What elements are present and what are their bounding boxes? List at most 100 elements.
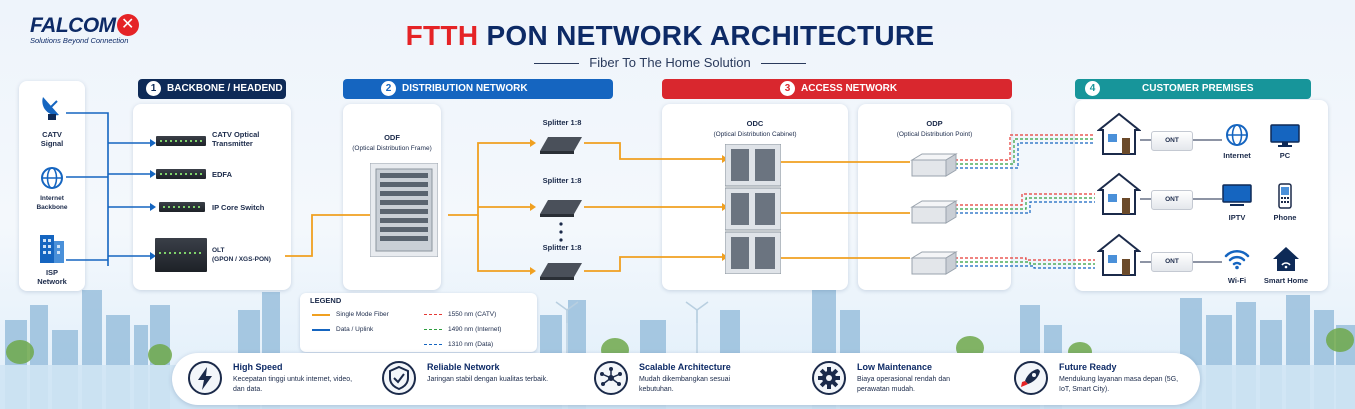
legend-swatch-1490 — [424, 329, 442, 330]
headend-label-switch: IP Core Switch — [212, 203, 265, 212]
ont-device: ONT — [1151, 252, 1193, 272]
feature-title: Future Ready — [1059, 362, 1117, 372]
tv-icon — [1222, 184, 1252, 206]
odp-box — [910, 200, 958, 224]
section-header-backbone: 1 BACKBONE / HEADEND — [138, 79, 286, 99]
section-title: ACCESS NETWORK — [801, 83, 898, 94]
feature-scalable-architecture: Scalable Architecture Mudah dikembangkan… — [594, 353, 794, 405]
device-label-internet: Internet — [1223, 151, 1251, 160]
feature-desc: Mendukung layanan masa depan (5G, IoT, S… — [1059, 376, 1179, 393]
smart-home-icon — [1273, 247, 1299, 271]
device-label-smart-home: Smart Home — [1263, 276, 1309, 285]
page-subtitle: Fiber To The Home Solution — [0, 55, 1340, 70]
ellipsis-dots-icon — [559, 222, 563, 242]
feature-desc: Mudah dikembangkan sesuai kebutuhan. — [639, 376, 731, 393]
legend-item-1550: 1550 nm (CATV) — [448, 311, 497, 318]
feature-title: Scalable Architecture — [639, 362, 731, 372]
odf-frame — [370, 163, 438, 257]
globe-icon — [41, 167, 63, 189]
legend: LEGEND Single Mode Fiber Data / Uplink 1… — [300, 293, 537, 352]
section-number: 1 — [146, 80, 161, 96]
odp-box — [910, 251, 958, 275]
phone-icon — [1278, 183, 1292, 209]
section-title: CUSTOMER PREMISES — [1142, 83, 1254, 94]
splitter-label-2: Splitter 1:8 — [542, 176, 582, 185]
satellite-dish-icon — [42, 97, 59, 120]
source-label-internet: Internet Backbone — [36, 195, 68, 211]
network-nodes-icon — [594, 361, 628, 395]
device-label-iptv: IPTV — [1228, 213, 1246, 222]
title-accent: FTTH — [405, 20, 479, 51]
section-number: 2 — [381, 80, 396, 96]
brand-logo: FALCOM✕ Solutions Beyond Connection — [30, 14, 139, 45]
house-icon — [1097, 172, 1141, 215]
legend-swatch-1550 — [424, 314, 442, 315]
feature-title: Low Maintenance — [857, 362, 933, 372]
legend-item-1310: 1310 nm (Data) — [448, 341, 494, 348]
section-title: BACKBONE / HEADEND — [167, 83, 283, 94]
device-label-phone: Phone — [1273, 213, 1297, 222]
splitter-device — [540, 200, 582, 217]
section-header-distribution: 2 DISTRIBUTION NETWORK — [343, 79, 613, 99]
odf-title: ODF — [384, 133, 400, 142]
splitter-label-3: Splitter 1:8 — [542, 243, 582, 252]
headend-label-edfa: EDFA — [212, 170, 233, 179]
feature-title: High Speed — [233, 362, 283, 372]
legend-item-data-uplink: Data / Uplink — [336, 326, 374, 333]
subtitle-text: Fiber To The Home Solution — [589, 55, 751, 70]
brand-name: FALCOM — [30, 14, 116, 37]
headend-label-olt: OLT (GPON / XGS-PON) — [212, 247, 271, 263]
odp-title: ODP — [926, 119, 943, 128]
section-title: DISTRIBUTION NETWORK — [402, 83, 528, 94]
section-header-access: 3 ACCESS NETWORK — [662, 79, 1012, 99]
section-header-premises: 4 CUSTOMER PREMISES — [1075, 79, 1311, 99]
rocket-icon — [1014, 361, 1048, 395]
legend-swatch-data-uplink — [312, 329, 330, 331]
gear-icon — [812, 361, 846, 395]
catv-transmitter-device — [156, 136, 206, 146]
odf-subtitle: (Optical Distribution Frame) — [352, 145, 432, 152]
feature-desc: Jaringan stabil dengan kualitas terbaik. — [427, 376, 549, 383]
section-number: 3 — [780, 80, 795, 96]
source-label-isp: ISP Network — [37, 268, 67, 286]
device-label-wifi: Wi-Fi — [1227, 276, 1247, 285]
feature-desc: Biaya operasional rendah dan perawatan m… — [857, 376, 951, 393]
legend-item-1490: 1490 nm (Internet) — [448, 326, 502, 333]
feature-high-speed: High Speed Kecepatan tinggi untuk intern… — [188, 353, 368, 405]
ont-device: ONT — [1151, 190, 1193, 210]
source-label-catv: CATV Signal — [40, 130, 64, 148]
ip-core-switch-device — [159, 202, 205, 212]
globe-icon — [1226, 124, 1248, 146]
odp-subtitle: (Optical Distribution Point) — [896, 131, 973, 138]
house-icon — [1097, 233, 1141, 276]
building-icon — [40, 235, 64, 263]
edfa-device — [156, 169, 206, 179]
legend-item-single-mode: Single Mode Fiber — [336, 311, 389, 318]
odc-cabinet — [725, 144, 781, 274]
feature-reliable-network: Reliable Network Jaringan stabil dengan … — [382, 353, 572, 405]
section-number: 4 — [1085, 80, 1100, 96]
legend-title: LEGEND — [310, 296, 342, 305]
device-label-pc: PC — [1279, 151, 1291, 160]
olt-device — [155, 238, 207, 272]
feature-future-ready: Future Ready Mendukung layanan masa depa… — [1014, 353, 1194, 405]
feature-title: Reliable Network — [427, 362, 500, 372]
page-title: FTTH PON NETWORK ARCHITECTURE — [0, 20, 1340, 52]
pc-monitor-icon — [1270, 124, 1300, 147]
odc-title: ODC — [746, 119, 764, 128]
ont-device: ONT — [1151, 131, 1193, 151]
brand-tagline: Solutions Beyond Connection — [30, 36, 129, 45]
feature-low-maintenance: Low Maintenance Biaya operasional rendah… — [812, 353, 1002, 405]
splitter-label-1: Splitter 1:8 — [542, 118, 582, 127]
odp-box — [910, 153, 958, 177]
brand-x-icon: ✕ — [116, 14, 139, 36]
title-rest: PON NETWORK ARCHITECTURE — [486, 20, 935, 51]
splitter-device — [540, 137, 582, 154]
legend-swatch-1310 — [424, 344, 442, 345]
features-bar: High Speed Kecepatan tinggi untuk intern… — [172, 353, 1200, 405]
odc-subtitle: (Optical Distribution Cabinet) — [713, 131, 797, 138]
splitter-device — [540, 263, 582, 280]
wifi-icon — [1224, 249, 1250, 270]
shield-check-icon — [382, 361, 416, 395]
